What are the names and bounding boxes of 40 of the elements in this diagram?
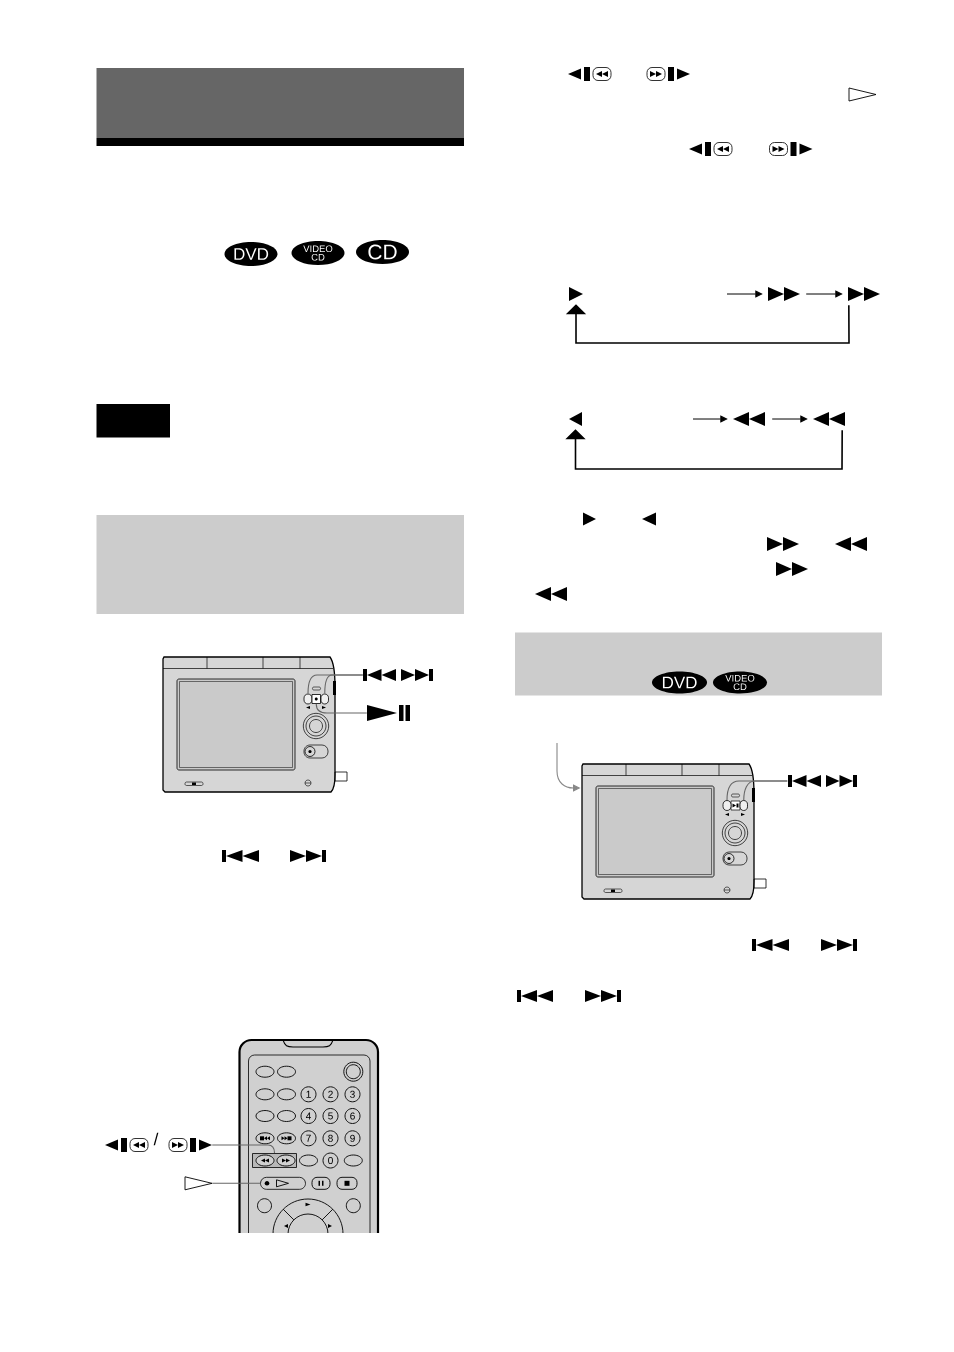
section-band — [96, 515, 464, 614]
disc-format-badge: DVD — [224, 242, 278, 266]
fast-forward-icon — [848, 287, 880, 301]
section-band — [515, 632, 882, 696]
play-icon — [569, 287, 583, 301]
fast-forward-icon — [768, 287, 800, 301]
disc-format-badge: DVD — [652, 671, 707, 694]
player-drawing — [162, 656, 348, 793]
number-button: 1 — [300, 1086, 317, 1103]
number-button: 3 — [344, 1086, 361, 1103]
remote-button — [257, 1198, 272, 1214]
skip-key — [722, 800, 732, 811]
note-tab — [96, 404, 170, 438]
rewind-icon — [813, 412, 845, 426]
number-button: 0 — [322, 1152, 339, 1169]
remote-button — [345, 1198, 361, 1214]
number-button: 7 — [300, 1130, 317, 1147]
skip-back-forward-icon — [788, 775, 857, 787]
disc-format-badge: VIDEO CD — [713, 671, 767, 694]
number-button: 2 — [322, 1086, 339, 1103]
skip-key — [303, 693, 313, 705]
slash: / — [153, 1132, 159, 1146]
disc-format-badge: CD — [356, 240, 409, 264]
number-button: 8 — [322, 1130, 339, 1147]
number-button: 9 — [344, 1130, 361, 1147]
rewind-icon — [733, 412, 765, 426]
play-button — [260, 1176, 306, 1190]
play-key — [311, 694, 321, 704]
step-forward-icon — [168, 1138, 212, 1152]
skip-back-forward-icon — [363, 669, 433, 681]
number-button: 5 — [322, 1108, 339, 1124]
skip-key — [739, 800, 748, 811]
skip-key — [320, 693, 329, 705]
number-button: 6 — [344, 1108, 361, 1124]
play-icon — [184, 1176, 213, 1191]
reverse-icon — [569, 412, 582, 426]
play-pause-icon — [367, 705, 410, 721]
player-drawing — [581, 763, 767, 900]
number-button: 4 — [300, 1108, 317, 1124]
disc-format-badge: VIDEO CD — [291, 241, 345, 265]
